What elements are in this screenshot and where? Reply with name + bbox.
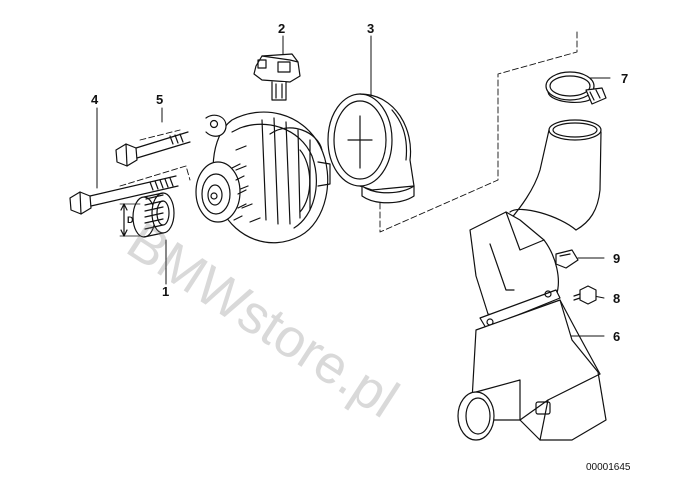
callout-2: 2 bbox=[278, 21, 286, 36]
document-number: 00001645 bbox=[586, 462, 631, 473]
callout-4: 4 bbox=[91, 92, 99, 107]
cooling-air-duct bbox=[457, 119, 607, 441]
short-bolt bbox=[115, 131, 191, 167]
air-duct-cap bbox=[327, 93, 415, 204]
assembly-dash-lines bbox=[119, 31, 578, 233]
dimension-label: D bbox=[127, 215, 134, 225]
alternator bbox=[195, 111, 331, 244]
long-bolt bbox=[69, 175, 179, 215]
callout-9: 9 bbox=[613, 251, 621, 266]
clip-nut bbox=[555, 249, 579, 269]
hose-clamp bbox=[545, 71, 607, 105]
callout-3: 3 bbox=[367, 21, 375, 36]
callout-6: 6 bbox=[613, 329, 621, 344]
callout-7: 7 bbox=[621, 71, 629, 86]
screw bbox=[573, 285, 597, 305]
callout-8: 8 bbox=[613, 291, 621, 306]
voltage-regulator bbox=[253, 53, 301, 101]
callout-1: 1 bbox=[162, 284, 170, 299]
callout-5: 5 bbox=[156, 92, 164, 107]
pulley-sleeve bbox=[119, 192, 175, 238]
leader-lines bbox=[96, 35, 611, 337]
